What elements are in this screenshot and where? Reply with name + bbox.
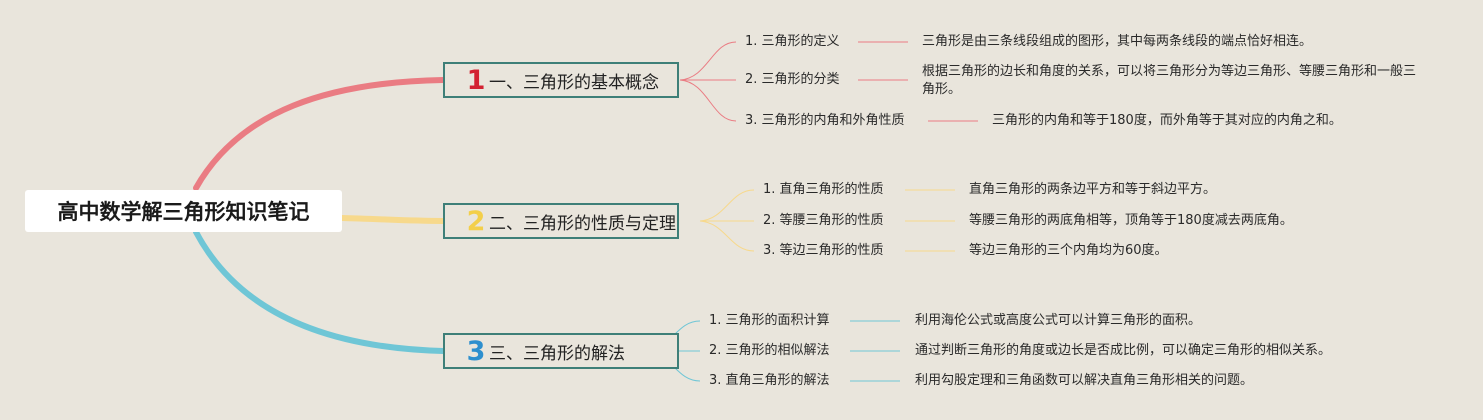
branch-number-3: 3 xyxy=(466,335,486,367)
topic-1-2[interactable]: 2. 三角形的分类 xyxy=(745,72,840,87)
sub-link-2-3 xyxy=(699,220,755,252)
branch-number-1: 1 xyxy=(466,64,486,96)
branch-number-2: 2 xyxy=(466,205,486,237)
detail-1-1: 三角形是由三条线段组成的图形，其中每两条线段的端点恰好相连。 xyxy=(922,34,1313,49)
detail-1-2: 根据三角形的边长和角度的关系，可以将三角形分为等边三角形、等腰三角形和一般三角形… xyxy=(922,64,1417,97)
detail-2-2: 等腰三角形的两底角相等，顶角等于180度减去两底角。 xyxy=(969,213,1293,228)
topic-3-2[interactable]: 2. 三角形的相似解法 xyxy=(709,343,830,358)
branch-label-2: 二、三角形的性质与定理 xyxy=(489,213,676,234)
detail-2-3: 等边三角形的三个内角均为60度。 xyxy=(969,243,1168,258)
topic-2-3[interactable]: 3. 等边三角形的性质 xyxy=(763,243,884,258)
branch-node-2[interactable]: 2 二、三角形的性质与定理 xyxy=(443,203,679,239)
detail-2-1: 直角三角形的两条边平方和等于斜边平方。 xyxy=(969,182,1217,197)
detail-3-2: 通过判断三角形的角度或边长是否成比例，可以确定三角形的相似关系。 xyxy=(915,343,1332,358)
branch-node-3[interactable]: 3 三、三角形的解法 xyxy=(443,333,679,369)
branch-node-1[interactable]: 1 一、三角形的基本概念 xyxy=(443,62,679,98)
detail-3-3: 利用勾股定理和三角函数可以解决直角三角形相关的问题。 xyxy=(915,373,1254,388)
topic-2-2[interactable]: 2. 等腰三角形的性质 xyxy=(763,213,884,228)
root-label: 高中数学解三角形知识笔记 xyxy=(57,200,310,224)
sub-link-1-3 xyxy=(679,79,737,122)
topic-3-1[interactable]: 1. 三角形的面积计算 xyxy=(709,313,830,328)
root-node[interactable]: 高中数学解三角形知识笔记 xyxy=(25,190,342,232)
detail-1-3: 三角形的内角和等于180度，而外角等于其对应的内角之和。 xyxy=(992,113,1342,128)
detail-3-1: 利用海伦公式或高度公式可以计算三角形的面积。 xyxy=(915,313,1202,328)
root-link-3 xyxy=(193,229,446,354)
sub-link-1-1 xyxy=(679,41,737,81)
root-link-1 xyxy=(193,77,446,191)
sub-link-2-1 xyxy=(699,189,755,222)
root-link-2 xyxy=(339,215,446,224)
topic-1-1[interactable]: 1. 三角形的定义 xyxy=(745,34,840,49)
topic-2-1[interactable]: 1. 直角三角形的性质 xyxy=(763,182,884,197)
topic-1-3[interactable]: 3. 三角形的内角和外角性质 xyxy=(745,113,905,128)
branch-label-1: 一、三角形的基本概念 xyxy=(489,72,659,93)
branch-label-3: 三、三角形的解法 xyxy=(489,343,625,364)
topic-3-3[interactable]: 3. 直角三角形的解法 xyxy=(709,373,830,388)
